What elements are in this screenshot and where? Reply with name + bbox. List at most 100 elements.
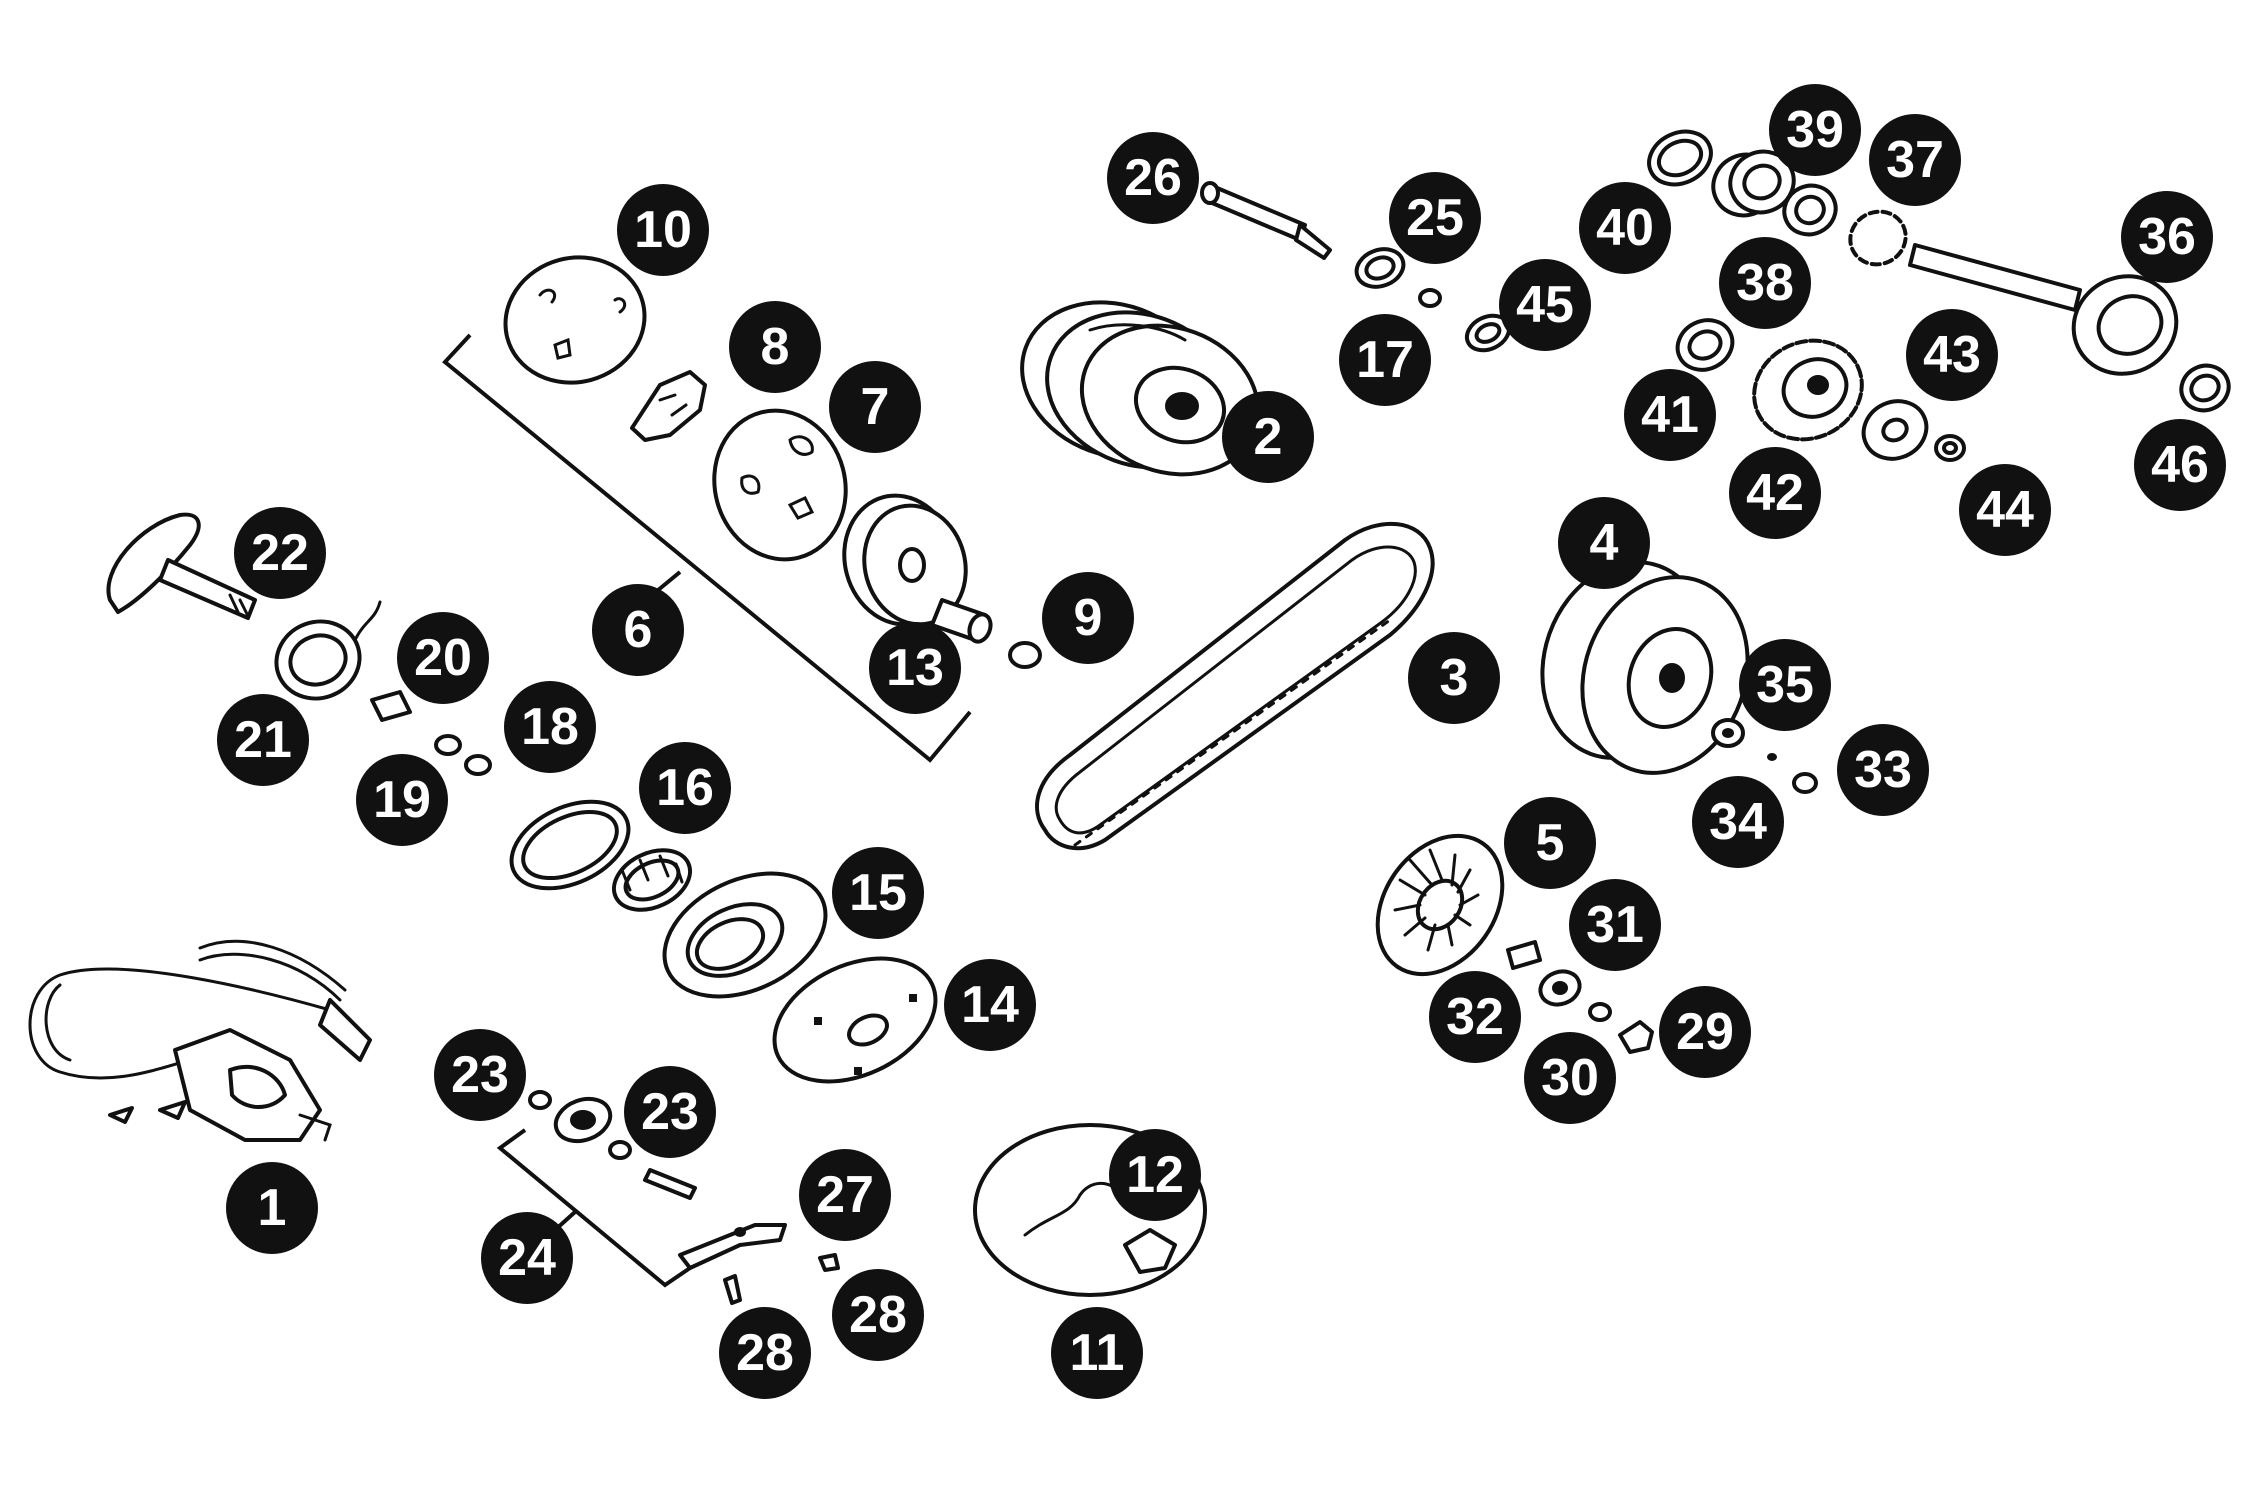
- callout-21: 21: [217, 694, 309, 786]
- callout-7: 7: [829, 361, 921, 453]
- part-30-washer: [1588, 1002, 1612, 1022]
- part-1-starter-harness: [28, 939, 372, 1142]
- callout-label: 2: [1254, 408, 1283, 466]
- part-19-washer: [434, 734, 462, 756]
- callout-label: 35: [1756, 656, 1814, 714]
- part-25-bearing: [1354, 247, 1406, 289]
- part-28-screw-b: [818, 1253, 840, 1272]
- callout-label: 22: [251, 524, 309, 582]
- callout-9: 9: [1042, 572, 1134, 664]
- part-5-fan: [1375, 833, 1505, 977]
- callout-label: 29: [1676, 1003, 1734, 1061]
- callout-44: 44: [1959, 464, 2051, 556]
- part-18-washer: [464, 754, 492, 776]
- part-24-pin: [643, 1168, 697, 1200]
- callout-label: 8: [761, 318, 790, 376]
- part-27-lever: [678, 1223, 787, 1270]
- part-28-screw-a: [723, 1274, 742, 1305]
- callout-label: 9: [1074, 589, 1103, 647]
- callout-3: 3: [1408, 632, 1500, 724]
- callout-17: 17: [1339, 314, 1431, 406]
- part-43-washer: [1861, 399, 1929, 461]
- callout-41: 41: [1624, 369, 1716, 461]
- callout-4: 4: [1558, 497, 1650, 589]
- callout-label: 36: [2138, 208, 2196, 266]
- callout-label: 4: [1590, 514, 1619, 572]
- callout-label: 1: [258, 1179, 287, 1237]
- callout-label: 38: [1736, 254, 1794, 312]
- callout-label: 5: [1536, 814, 1565, 872]
- part-21-seal: [274, 600, 382, 701]
- callout-label: 11: [1070, 1324, 1125, 1382]
- callout-label: 43: [1923, 326, 1981, 384]
- callout-label: 23: [451, 1046, 509, 1104]
- part-44-washer: [1934, 434, 1966, 462]
- part-3-drive-belt: [1035, 521, 1435, 851]
- part-23-washer: [608, 1140, 632, 1160]
- callout-label: 31: [1586, 896, 1644, 954]
- callout-13: 13: [869, 622, 961, 714]
- part-33-washer: [1792, 772, 1818, 794]
- callout-label: 40: [1596, 199, 1654, 257]
- callout-label: 25: [1406, 189, 1464, 247]
- callout-35: 35: [1739, 639, 1831, 731]
- callout-45: 45: [1499, 259, 1591, 351]
- part-32-nut: [1538, 969, 1582, 1007]
- callout-2: 2: [1222, 391, 1314, 483]
- callout-10: 10: [617, 184, 709, 276]
- callout-label: 13: [886, 639, 944, 697]
- callout-5: 5: [1504, 797, 1596, 889]
- part-42-gear: [1752, 338, 1864, 442]
- callout-label: 7: [861, 378, 890, 436]
- callout-label: 27: [816, 1166, 874, 1224]
- part-6-variator-sheave: [842, 493, 968, 627]
- callout-31: 31: [1569, 879, 1661, 971]
- callout-23: 23: [434, 1029, 526, 1121]
- callout-30: 30: [1524, 1032, 1616, 1124]
- part-8-slider-bracket: [630, 370, 707, 442]
- callout-18: 18: [504, 681, 596, 773]
- callout-43: 43: [1906, 309, 1998, 401]
- callout-label: 32: [1446, 988, 1504, 1046]
- callout-label: 16: [656, 759, 714, 817]
- callout-28: 28: [832, 1269, 924, 1361]
- callout-28: 28: [719, 1307, 811, 1399]
- callout-label: 3: [1440, 649, 1469, 707]
- part-7-variator-plate: [712, 408, 848, 562]
- callout-label: 19: [373, 771, 431, 829]
- part-9-bushing: [1008, 641, 1042, 669]
- callout-14: 14: [944, 959, 1036, 1051]
- callout-23: 23: [624, 1066, 716, 1158]
- part-45-ring: [1464, 313, 1512, 353]
- callout-24: 24: [481, 1212, 573, 1304]
- callout-label: 12: [1126, 1146, 1184, 1204]
- part-29-cap: [1618, 1020, 1654, 1054]
- part-16-needle-bearing: [611, 848, 693, 912]
- callout-16: 16: [639, 742, 731, 834]
- callout-label: 42: [1746, 464, 1804, 522]
- callout-25: 25: [1389, 172, 1481, 264]
- callout-22: 22: [234, 507, 326, 599]
- part-13-spacer-tube: [930, 598, 993, 644]
- callout-40: 40: [1579, 182, 1671, 274]
- callout-38: 38: [1719, 237, 1811, 329]
- part-15-clutch-plate: [662, 871, 828, 999]
- callout-15: 15: [832, 847, 924, 939]
- part-23-gear: [553, 1096, 613, 1144]
- callout-label: 33: [1854, 741, 1912, 799]
- callout-label: 26: [1124, 149, 1182, 207]
- callout-label: 28: [736, 1324, 794, 1382]
- callout-1: 1: [226, 1162, 318, 1254]
- part-37-gear: [1848, 209, 1908, 267]
- part-17-washer: [1418, 288, 1442, 308]
- callout-label: 6: [624, 601, 653, 659]
- callout-label: 20: [414, 629, 472, 687]
- part-14-drum: [772, 956, 938, 1084]
- callout-26: 26: [1107, 132, 1199, 224]
- part-35-nut: [1711, 718, 1745, 748]
- part-41-bearing: [1675, 318, 1735, 372]
- part-20-clip: [370, 690, 412, 722]
- callout-label: 37: [1886, 131, 1944, 189]
- callout-label: 10: [634, 201, 692, 259]
